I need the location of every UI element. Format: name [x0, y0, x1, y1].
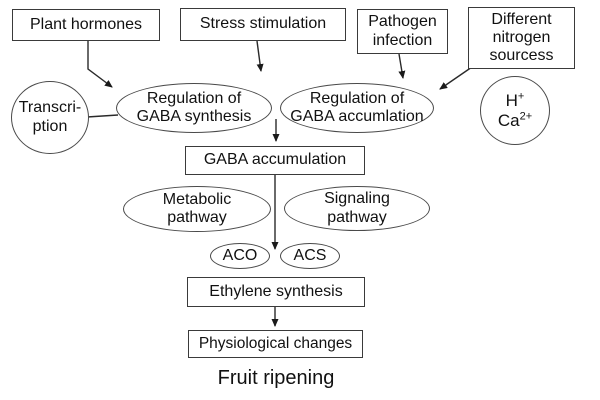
node-gaba-accumulation-label: GABA accumulation — [203, 151, 347, 169]
node-ethylene-synthesis-label: Ethylene synthesis — [209, 282, 343, 300]
node-regulation-gaba-synthesis: Regulation of GABA synthesis — [116, 83, 272, 133]
node-aco: ACO — [210, 243, 270, 269]
node-regulation-gaba-accumulation-label: Regulation of GABA accumlation — [290, 89, 424, 125]
caption-fruit-ripening-label: Fruit ripening — [217, 366, 335, 389]
node-signaling-pathway-label: Signaling pathway — [324, 190, 390, 226]
node-h-ca-ions: H+ Ca2+ — [480, 76, 550, 145]
ion-ca: Ca2+ — [497, 109, 533, 130]
node-transcription-label: Transcri- ption — [18, 99, 82, 135]
node-regulation-gaba-accumulation: Regulation of GABA accumlation — [280, 83, 434, 133]
caption-fruit-ripening: Fruit ripening — [176, 364, 376, 392]
node-plant-hormones: Plant hormones — [12, 9, 160, 41]
line-transcription-to-regulation-synthesis — [86, 114, 119, 118]
node-acs-label: ACS — [293, 246, 327, 264]
node-aco-label: ACO — [222, 246, 258, 264]
node-metabolic-pathway-label: Metabolic pathway — [162, 190, 232, 226]
node-nitrogen-sources-label: Different nitrogen sourcess — [489, 10, 554, 65]
arrow-plant-hormones-to-regulation-synthesis — [87, 41, 113, 88]
node-signaling-pathway: Signaling pathway — [284, 186, 430, 231]
arrow-nitrogen-sources-to-regulation-accumulation — [439, 66, 473, 90]
node-pathogen-infection-label: Pathogen infection — [368, 13, 437, 49]
node-transcription: Transcri- ption — [11, 81, 89, 154]
node-nitrogen-sources: Different nitrogen sourcess — [468, 7, 575, 69]
node-ethylene-synthesis: Ethylene synthesis — [187, 277, 365, 307]
node-metabolic-pathway: Metabolic pathway — [123, 186, 271, 232]
arrow-pathogen-infection-to-regulation-accumulation — [398, 53, 406, 79]
node-acs: ACS — [280, 243, 340, 269]
node-stress-stimulation: Stress stimulation — [180, 8, 346, 41]
node-plant-hormones-label: Plant hormones — [29, 15, 143, 33]
node-pathogen-infection: Pathogen infection — [357, 9, 448, 54]
node-regulation-gaba-synthesis-label: Regulation of GABA synthesis — [136, 89, 252, 125]
ion-h: H+ — [505, 90, 525, 111]
node-physiological-changes-label: Physiological changes — [198, 335, 353, 353]
node-stress-stimulation-label: Stress stimulation — [199, 15, 327, 33]
node-gaba-accumulation: GABA accumulation — [185, 146, 365, 175]
node-physiological-changes: Physiological changes — [188, 330, 363, 358]
arrow-stress-stimulation-down — [256, 40, 264, 72]
